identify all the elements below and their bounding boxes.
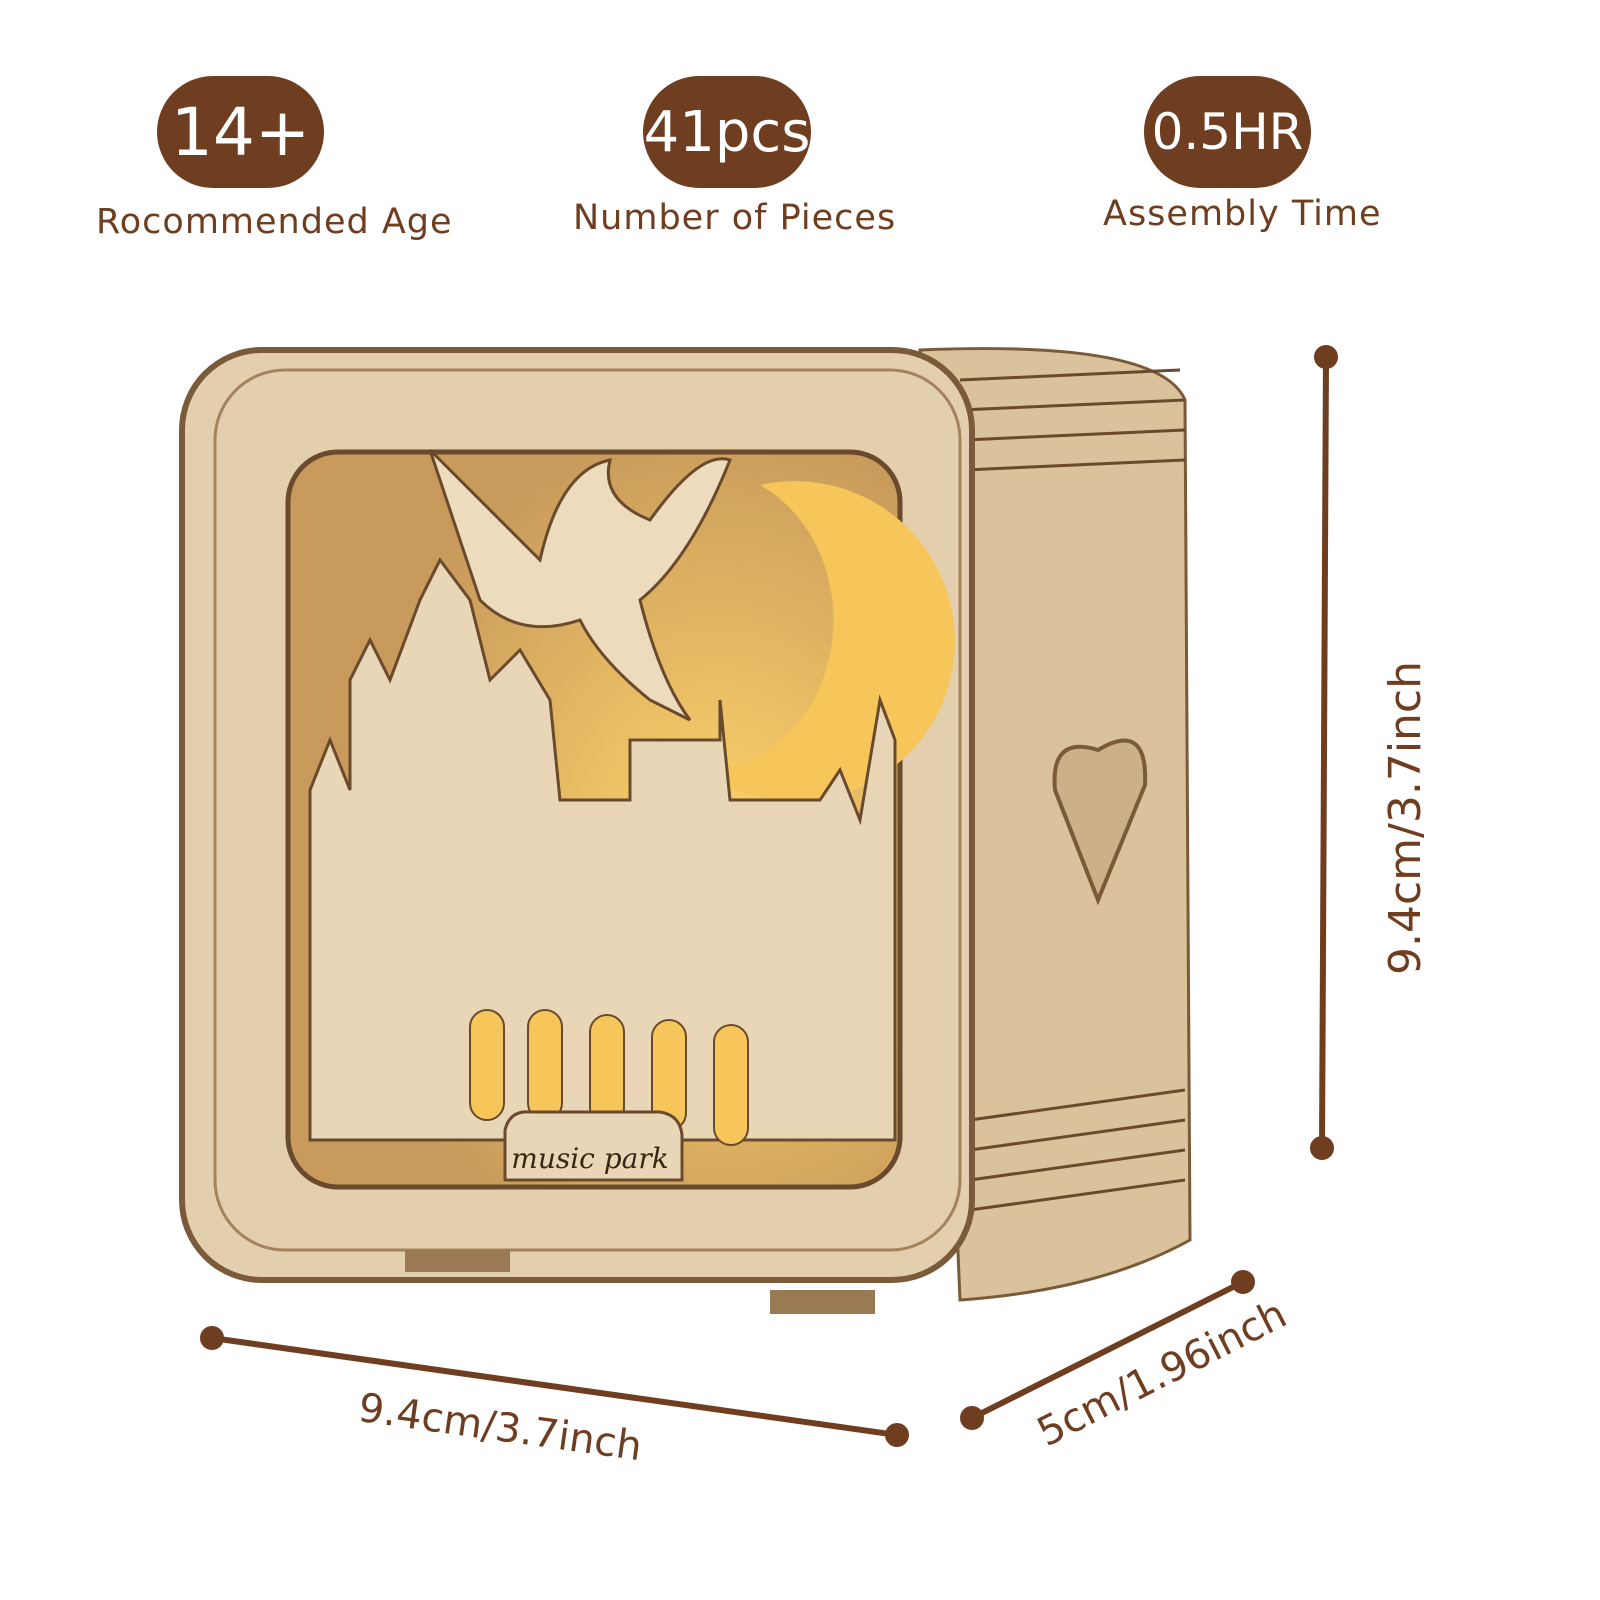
castle [308, 557, 897, 1142]
moon [700, 481, 955, 802]
depth-dimension-line [970, 1279, 1245, 1421]
plaque [503, 1110, 684, 1182]
height-dimension-line [1319, 356, 1329, 1149]
age-label: Rocommended Age [96, 202, 453, 242]
heart-icon [1052, 738, 1148, 906]
time-badge: 0.5HR [1144, 76, 1311, 188]
age-badge: 14+ [157, 76, 324, 188]
height-label: 9.4cm/3.7inch [1380, 660, 1431, 975]
width-dimension-line [211, 1335, 898, 1438]
plaque-text: music park [511, 1142, 668, 1175]
castle-arches [469, 1009, 749, 1146]
side-wave-texture [959, 368, 1186, 1212]
dimension-lines [200, 345, 1338, 1447]
pieces-label: Number of Pieces [573, 198, 897, 238]
time-label: Assembly Time [1103, 194, 1382, 234]
pieces-badge: 41pcs [643, 76, 811, 188]
pegasus [428, 448, 732, 722]
